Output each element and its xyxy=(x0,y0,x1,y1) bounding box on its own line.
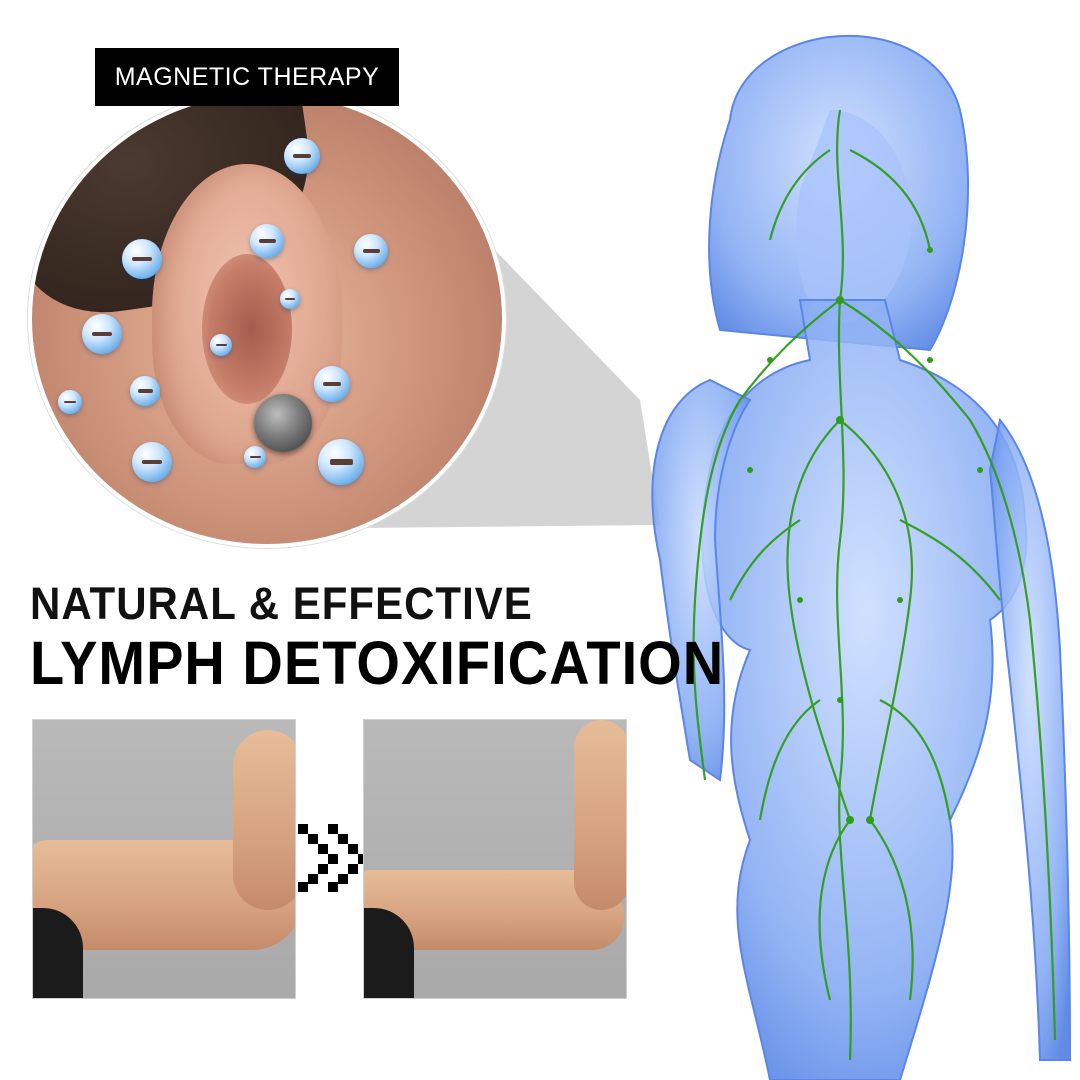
magnetic-bubble-icon xyxy=(130,376,160,406)
magnetic-therapy-label: MAGNETIC THERAPY xyxy=(95,48,399,106)
ear-photo xyxy=(28,90,506,548)
shirt xyxy=(364,908,414,998)
magnetic-bubble-icon xyxy=(132,442,172,482)
magnetic-bubble-icon xyxy=(82,314,122,354)
ear-inner xyxy=(202,254,292,404)
magnetic-bubble-icon xyxy=(58,390,82,414)
magnetic-bubble-icon xyxy=(210,334,232,356)
forearm xyxy=(574,720,626,910)
headline-line-2: LYMPH DETOXIFICATION xyxy=(30,628,725,698)
headline-line-1: NATURAL & EFFECTIVE xyxy=(30,578,533,629)
shirt xyxy=(33,908,83,998)
magnetic-earring xyxy=(254,394,312,452)
magnetic-bubble-icon xyxy=(314,366,350,402)
magnetic-bubble-icon xyxy=(280,289,300,309)
magnetic-bubble-icon xyxy=(244,446,266,468)
lymph-body-illustration xyxy=(651,34,1072,1080)
double-chevron-right-icon xyxy=(298,824,368,892)
forearm xyxy=(233,730,295,910)
magnetic-bubble-icon xyxy=(284,138,320,174)
magnetic-bubble-icon xyxy=(354,234,388,268)
before-arm-photo xyxy=(33,720,295,998)
magnetic-bubble-icon xyxy=(122,239,162,279)
magnetic-bubble-icon xyxy=(250,224,284,258)
after-arm-photo xyxy=(364,720,626,998)
magnetic-bubble-icon xyxy=(318,439,364,485)
